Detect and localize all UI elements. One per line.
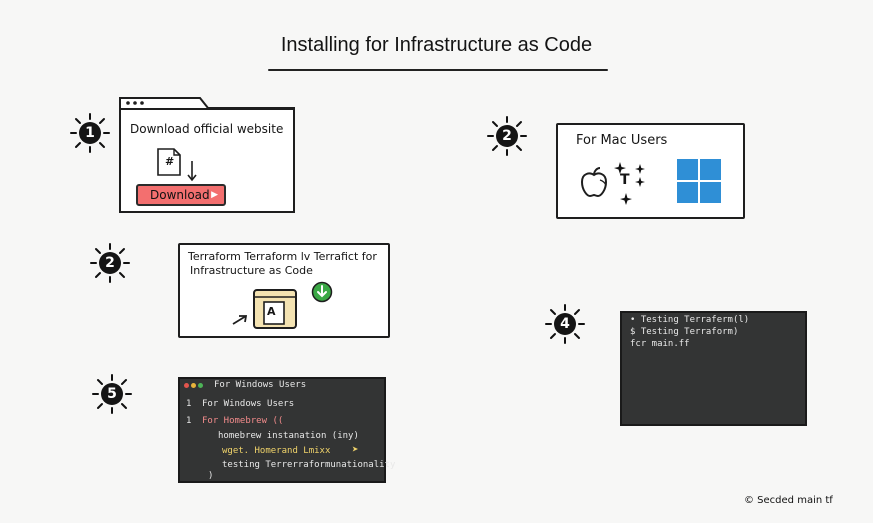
burst-icon — [70, 113, 110, 153]
windows-icon — [677, 159, 721, 203]
package-icon — [232, 289, 297, 329]
burst-icon — [545, 304, 585, 344]
file-glyph: # — [165, 155, 175, 168]
package-glyph: A — [267, 305, 276, 318]
burst-icon — [90, 243, 130, 283]
step-badge-1: 1 — [70, 113, 110, 153]
line-number: 1 — [186, 399, 192, 409]
download-button[interactable]: Download ▶ — [136, 184, 226, 206]
play-arrow-icon: ▶ — [211, 190, 218, 200]
title-underline — [268, 69, 608, 71]
sparkle-letter: T — [620, 172, 630, 188]
apple-icon — [580, 167, 608, 198]
file-download-icon — [157, 148, 197, 182]
terminal-line: $ Testing Terraform) — [630, 327, 739, 337]
step-number: 2 — [105, 255, 115, 271]
step-badge-5: 5 — [92, 374, 132, 414]
cursor-icon: ➤ — [352, 443, 359, 456]
step-3-line-1: Terraform Terraform lv Terrafict for — [188, 250, 377, 263]
terminal-line: testing Terrerraformunationality — [222, 460, 396, 470]
step-number: 4 — [560, 316, 570, 332]
window-dot-yellow — [191, 383, 196, 388]
window-dot-red — [184, 383, 189, 388]
page-title: Installing for Infrastructure as Code — [280, 34, 593, 56]
step-3-line-2: Infrastructure as Code — [190, 264, 313, 277]
check-download-icon — [311, 281, 333, 303]
window-dot-green — [198, 383, 203, 388]
terminal-line: wget. Homerand Lmixx — [222, 446, 331, 456]
step-1-label: Download official website — [130, 122, 284, 136]
step-number: 2 — [502, 128, 512, 144]
windows-terminal: For Windows Users 1 For Windows Users 1 … — [178, 377, 395, 483]
terminal-header: For Windows Users — [214, 380, 307, 390]
step-badge-4: 4 — [545, 304, 585, 344]
step-number: 1 — [85, 125, 95, 141]
burst-icon — [487, 116, 527, 156]
terminal-line: homebrew instanation (iny) — [218, 431, 359, 441]
step-badge-2b: 2 — [90, 243, 130, 283]
step-2-label: For Mac Users — [576, 133, 668, 148]
terminal-line: ) — [208, 471, 214, 481]
terminal-line: • Testing Terraferm(l) — [630, 315, 750, 325]
line-number: 1 — [186, 416, 192, 426]
terminal-line: For Homebrew (( — [202, 416, 284, 426]
download-button-label: Download — [150, 188, 210, 202]
terminal-line: fcr main.ff — [630, 339, 690, 349]
sparkle-text-icon — [614, 162, 645, 205]
step-number: 5 — [107, 386, 117, 402]
testing-terminal: • Testing Terraferm(l) $ Testing Terrafo… — [620, 311, 807, 426]
browser-window-frame — [119, 97, 295, 213]
burst-icon — [92, 374, 132, 414]
terminal-line: For Windows Users — [202, 399, 295, 409]
footer-note: © Secded main tf — [744, 495, 833, 506]
step-badge-2: 2 — [487, 116, 527, 156]
